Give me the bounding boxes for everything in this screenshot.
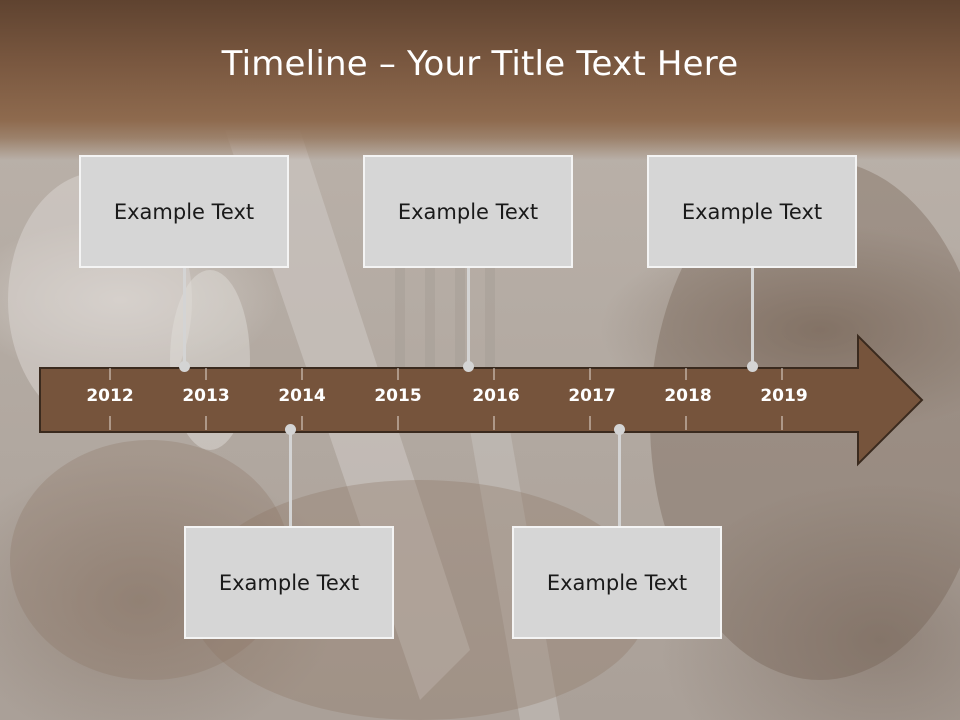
connector-line-2	[467, 268, 470, 366]
year-label-2016: 2016	[472, 386, 520, 406]
connector-line-3	[751, 268, 754, 366]
connector-dot-4	[285, 424, 296, 435]
callout-text-1: Example Text	[113, 199, 255, 224]
callout-box-3[interactable]: Example Text	[647, 155, 857, 268]
year-label-2013: 2013	[182, 386, 230, 406]
arrow-body	[39, 333, 924, 467]
year-label-2015: 2015	[374, 386, 422, 406]
connector-dot-5	[614, 424, 625, 435]
connector-line-1	[183, 268, 186, 366]
callout-box-2[interactable]: Example Text	[363, 155, 573, 268]
year-label-2018: 2018	[664, 386, 712, 406]
callout-box-5[interactable]: Example Text	[512, 526, 722, 639]
connector-dot-2	[463, 361, 474, 372]
callout-text-5: Example Text	[546, 570, 688, 595]
year-label-2019: 2019	[760, 386, 808, 406]
callout-text-4: Example Text	[218, 570, 360, 595]
connector-dot-3	[747, 361, 758, 372]
title-band	[0, 0, 960, 160]
callout-box-4[interactable]: Example Text	[184, 526, 394, 639]
slide-title: Timeline – Your Title Text Here	[221, 44, 739, 84]
year-label-2012: 2012	[86, 386, 134, 406]
year-label-2017: 2017	[568, 386, 616, 406]
connector-line-5	[618, 430, 621, 528]
connector-dot-1	[179, 361, 190, 372]
connector-line-4	[289, 430, 292, 528]
year-label-2014: 2014	[278, 386, 326, 406]
fork-shape	[395, 260, 405, 430]
callout-text-3: Example Text	[681, 199, 823, 224]
callout-text-2: Example Text	[397, 199, 539, 224]
callout-box-1[interactable]: Example Text	[79, 155, 289, 268]
